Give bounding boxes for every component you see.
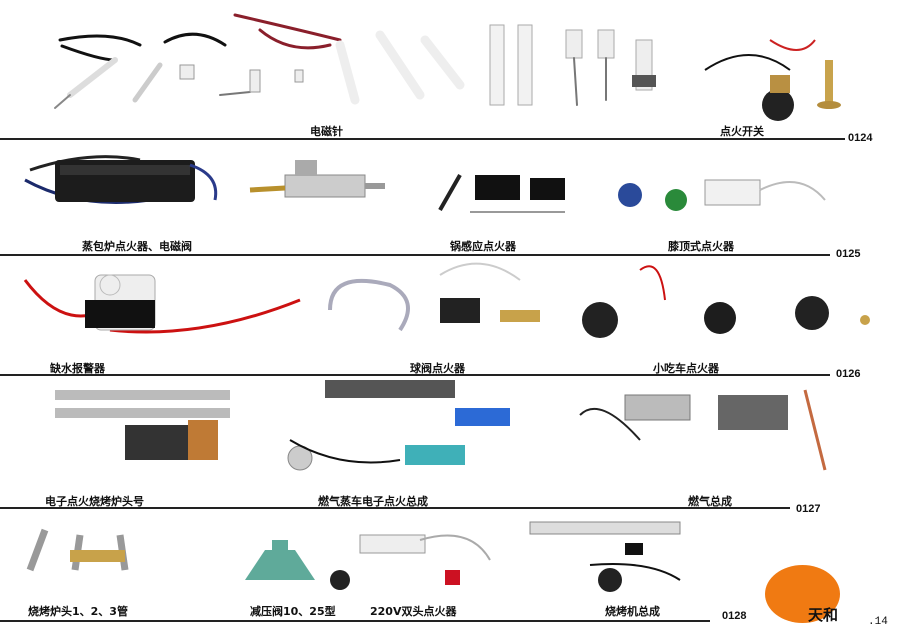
caption-steamer-igniter: 蒸包炉点火器、电磁阀 (82, 240, 192, 253)
caption-dual-head-igniter: 220V双头点火器 (370, 605, 457, 618)
caption-pressure-regulator: 减压阀10、25型 (250, 605, 336, 618)
caption-snack-cart-igniter: 小吃车点火器 (653, 362, 719, 375)
brand-name: 天和 (808, 606, 839, 624)
caption-gas-assembly: 燃气总成 (688, 495, 732, 508)
dual-head-igniter (330, 534, 491, 590)
caption-water-alarm: 缺水报警器 (50, 362, 105, 375)
caption-pot-induction-igniter: 锅感应点火器 (450, 240, 516, 253)
gas-assembly (579, 389, 827, 471)
ball-valve-igniter (328, 262, 540, 332)
section-divider (0, 138, 845, 140)
knee-igniter (618, 179, 826, 211)
section-divider (0, 620, 710, 622)
snack-cart-igniter (582, 265, 870, 338)
section-divider (0, 254, 830, 256)
caption-bbq-machine-kit: 烧烤机总成 (605, 605, 660, 618)
caption-knee-igniter: 膝顶式点火器 (668, 240, 734, 253)
bbq-burners (26, 528, 129, 572)
bbq-burner-set (55, 390, 230, 460)
brand-logo-circle (765, 565, 840, 623)
pot-induction-igniter (438, 174, 565, 213)
section-code: 0127 (796, 503, 821, 515)
ignition-switch (704, 39, 841, 121)
section-code: 0124 (848, 132, 873, 144)
electrode-needles (54, 13, 656, 109)
caption-bbq-burner-set: 电子点火烧烤炉头号 (45, 495, 144, 508)
caption-steamer-assembly: 燃气蒸车电子点火总成 (318, 495, 428, 508)
caption-bbq-burners: 烧烤炉头1、2、3管 (28, 605, 128, 618)
page-number: .14 (868, 616, 888, 628)
section-code: 0125 (836, 248, 861, 260)
steamer-assembly (287, 380, 510, 471)
caption-electrode-needle: 电磁针 (310, 125, 343, 138)
caption-ignition-switch: 点火开关 (720, 125, 764, 138)
section-divider (0, 507, 790, 509)
water-alarm (23, 274, 301, 334)
steamer-igniter (24, 155, 218, 204)
pressure-regulator (245, 540, 315, 580)
section-code: 0128 (722, 610, 747, 622)
section-divider (0, 374, 830, 376)
section-code: 0126 (836, 368, 861, 380)
caption-ball-valve-igniter: 球阀点火器 (410, 362, 465, 375)
bbq-machine-kit (529, 521, 681, 592)
solenoid-valve (249, 160, 385, 198)
